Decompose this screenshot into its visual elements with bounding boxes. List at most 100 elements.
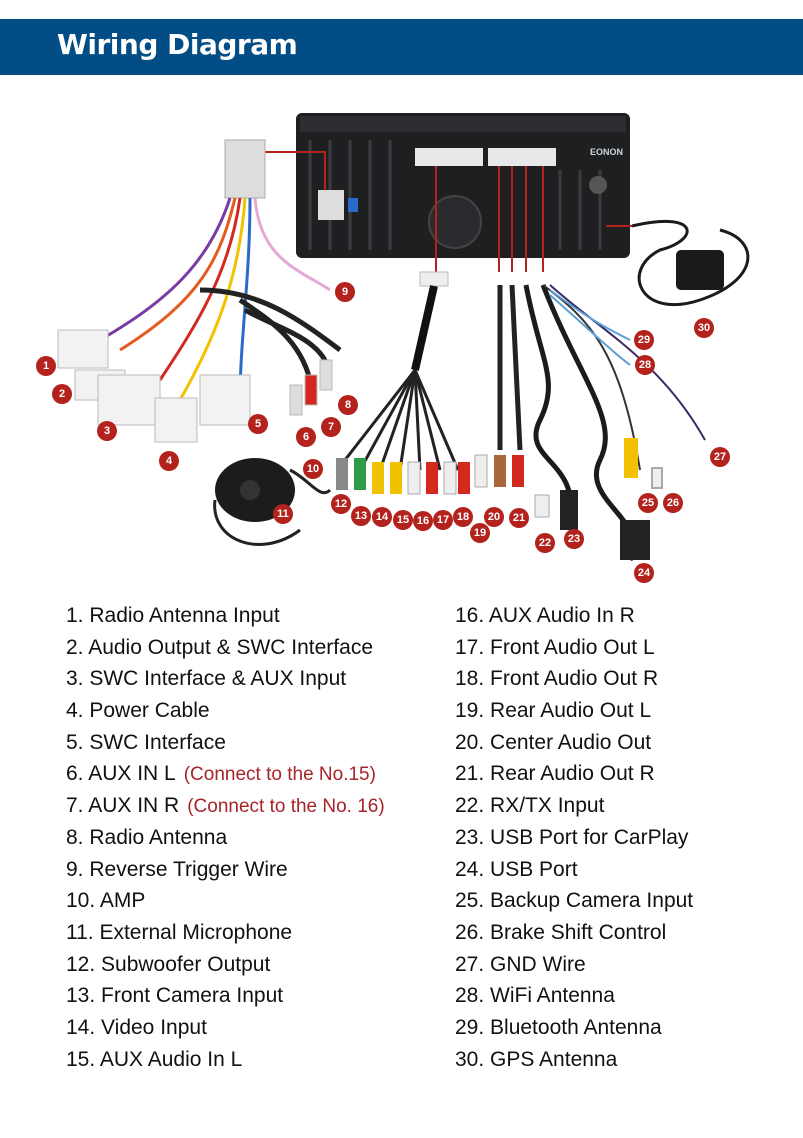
svg-text:8: 8 <box>345 399 351 411</box>
badge-3: 3 <box>97 421 117 441</box>
rca-bundle <box>336 271 470 495</box>
badge-27: 27 <box>710 447 730 467</box>
badge-25: 25 <box>638 493 658 513</box>
badge-9: 9 <box>335 282 355 302</box>
legend-item: 30. GPS Antenna <box>455 1047 618 1071</box>
badge-29: 29 <box>634 330 654 350</box>
badge-18: 18 <box>453 507 473 527</box>
svg-text:25: 25 <box>642 497 654 509</box>
legend-left: 1. Radio Antenna Input 2. Audio Output &… <box>66 600 385 1075</box>
svg-text:12: 12 <box>335 498 347 510</box>
svg-text:23: 23 <box>568 533 580 545</box>
legend-item: 3. SWC Interface & AUX Input <box>66 667 347 691</box>
gps-antenna <box>631 220 750 307</box>
svg-text:11: 11 <box>277 508 289 520</box>
svg-text:28: 28 <box>639 359 651 371</box>
badge-13: 13 <box>351 506 371 526</box>
legend-item: 5. SWC Interface <box>66 730 226 754</box>
legend-item: 8. Radio Antenna <box>66 825 228 849</box>
legend-item: 1. Radio Antenna Input <box>66 604 280 627</box>
legend-note: (Connect to the No. 16) <box>187 796 385 818</box>
legend-item: 19. Rear Audio Out L <box>455 699 652 723</box>
usb-cables <box>523 284 650 562</box>
right-wires <box>542 284 706 489</box>
leader-lines <box>265 151 632 272</box>
svg-text:19: 19 <box>474 527 486 539</box>
legend-item: 21. Rear Audio Out R <box>455 762 655 786</box>
badge-6: 6 <box>296 427 316 447</box>
legend-item: 14. Video Input <box>66 1015 207 1039</box>
legend-item: 17. Front Audio Out L <box>455 635 655 659</box>
badge-26: 26 <box>663 493 683 513</box>
legend-item: 10. AMP <box>66 889 146 913</box>
svg-text:30: 30 <box>698 322 710 334</box>
legend-note: (Connect to the No.15) <box>183 764 376 786</box>
legend-item: 29. Bluetooth Antenna <box>455 1015 662 1039</box>
svg-text:10: 10 <box>307 463 319 475</box>
svg-text:1: 1 <box>43 360 49 372</box>
badge-24: 24 <box>634 563 654 583</box>
brand-logo: EONON <box>590 147 623 157</box>
head-unit: EONON <box>296 113 630 258</box>
svg-text:29: 29 <box>638 334 650 346</box>
svg-text:16: 16 <box>417 515 429 527</box>
badge-28: 28 <box>635 355 655 375</box>
badge-23: 23 <box>564 529 584 549</box>
svg-text:26: 26 <box>667 497 679 509</box>
badge-19: 19 <box>470 523 490 543</box>
badge-16: 16 <box>413 511 433 531</box>
badge-4: 4 <box>159 451 179 471</box>
svg-text:9: 9 <box>342 286 348 298</box>
rear-rca <box>474 284 550 518</box>
legend-item: 27. GND Wire <box>455 952 586 976</box>
svg-text:15: 15 <box>397 514 409 526</box>
badge-11: 11 <box>273 504 293 524</box>
legend-item: 26. Brake Shift Control <box>455 920 667 944</box>
badge-2: 2 <box>52 384 72 404</box>
legend-item: 16. AUX Audio In R <box>455 604 635 627</box>
badge-10: 10 <box>303 459 323 479</box>
legend-right: 16. AUX Audio In R 17. Front Audio Out L… <box>455 600 693 1075</box>
svg-text:13: 13 <box>355 510 367 522</box>
wiring-illustration: EONON <box>36 113 750 583</box>
iso-harness <box>99 139 342 401</box>
badge-15: 15 <box>393 510 413 530</box>
legend-item: 6. AUX IN L(Connect to the No.15) <box>66 762 376 786</box>
badge-17: 17 <box>433 510 453 530</box>
legend-item: 23. USB Port for CarPlay <box>455 825 689 849</box>
legend-item: 22. RX/TX Input <box>455 794 605 818</box>
badge-7: 7 <box>321 417 341 437</box>
svg-text:14: 14 <box>376 511 389 523</box>
badge-22: 22 <box>535 533 555 553</box>
badge-21: 21 <box>509 508 529 528</box>
legend-item: 13. Front Camera Input <box>66 984 284 1008</box>
legend-item: 20. Center Audio Out <box>455 730 652 754</box>
header-banner: Wiring Diagram <box>0 19 803 75</box>
legend-item: 18. Front Audio Out R <box>455 667 659 691</box>
svg-text:3: 3 <box>104 425 110 437</box>
badge-8: 8 <box>338 395 358 415</box>
svg-text:6: 6 <box>303 431 309 443</box>
legend-item: 28. WiFi Antenna <box>455 984 615 1008</box>
number-badges: 1 2 3 4 5 6 7 8 9 10 11 12 13 14 15 16 1… <box>36 282 730 583</box>
legend-item: 15. AUX Audio In L <box>66 1047 243 1071</box>
legend-item: 12. Subwoofer Output <box>66 952 271 976</box>
badge-14: 14 <box>372 507 392 527</box>
badge-20: 20 <box>484 507 504 527</box>
legend-item: 11. External Microphone <box>66 920 293 944</box>
svg-text:4: 4 <box>166 455 173 467</box>
microphone <box>213 458 332 546</box>
legend-item: 7. AUX IN R(Connect to the No. 16) <box>66 794 385 818</box>
legend-item: 24. USB Port <box>455 857 578 881</box>
legend-item: 2. Audio Output & SWC Interface <box>66 635 373 659</box>
badge-30: 30 <box>694 318 714 338</box>
svg-text:5: 5 <box>255 418 261 430</box>
svg-text:7: 7 <box>328 421 334 433</box>
svg-text:21: 21 <box>513 512 525 524</box>
plugs-left <box>57 329 333 443</box>
svg-text:17: 17 <box>437 514 449 526</box>
badge-1: 1 <box>36 356 56 376</box>
legend-item: 25. Backup Camera Input <box>455 889 694 913</box>
svg-text:18: 18 <box>457 511 469 523</box>
legend-item: 4. Power Cable <box>66 699 210 723</box>
